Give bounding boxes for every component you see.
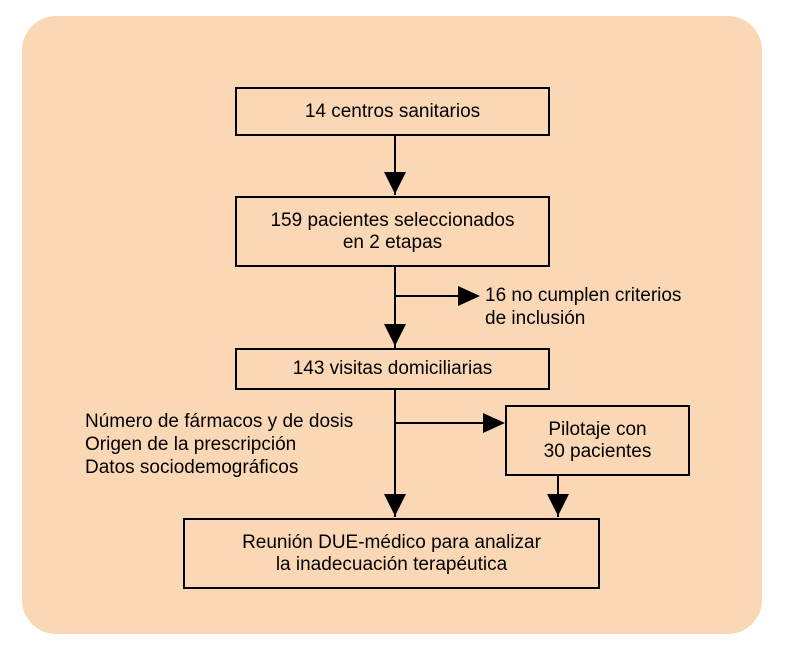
selected-patients-label: 159 pacientes seleccionados en 2 etapas (270, 209, 515, 253)
pilot-box: Pilotaje con 30 pacientes (505, 405, 690, 476)
selected-patients-box: 159 pacientes seleccionados en 2 etapas (235, 196, 550, 267)
arrowhead-visits (384, 324, 406, 346)
excluded-label: 16 no cumplen criterios de inclusión (485, 285, 682, 329)
meeting-label: Reunión DUE-médico para analizar la inad… (242, 531, 541, 575)
centers-box: 14 centros sanitarios (235, 87, 550, 136)
variables-label: Número de fármacos y de dosis Origen de … (85, 411, 354, 478)
arrowhead-selected (384, 172, 406, 194)
arrowhead-meeting-left (384, 494, 406, 516)
arrowhead-excluded (458, 286, 480, 306)
home-visits-box: 143 visitas domiciliarias (235, 348, 550, 390)
centers-label: 14 centros sanitarios (304, 100, 481, 122)
arrowhead-meeting-right (547, 494, 569, 516)
arrowhead-pilot (483, 413, 505, 433)
home-visits-label: 143 visitas domiciliarias (292, 358, 493, 379)
pilot-label: Pilotaje con 30 pacientes (543, 418, 652, 462)
meeting-box: Reunión DUE-médico para analizar la inad… (183, 518, 600, 589)
